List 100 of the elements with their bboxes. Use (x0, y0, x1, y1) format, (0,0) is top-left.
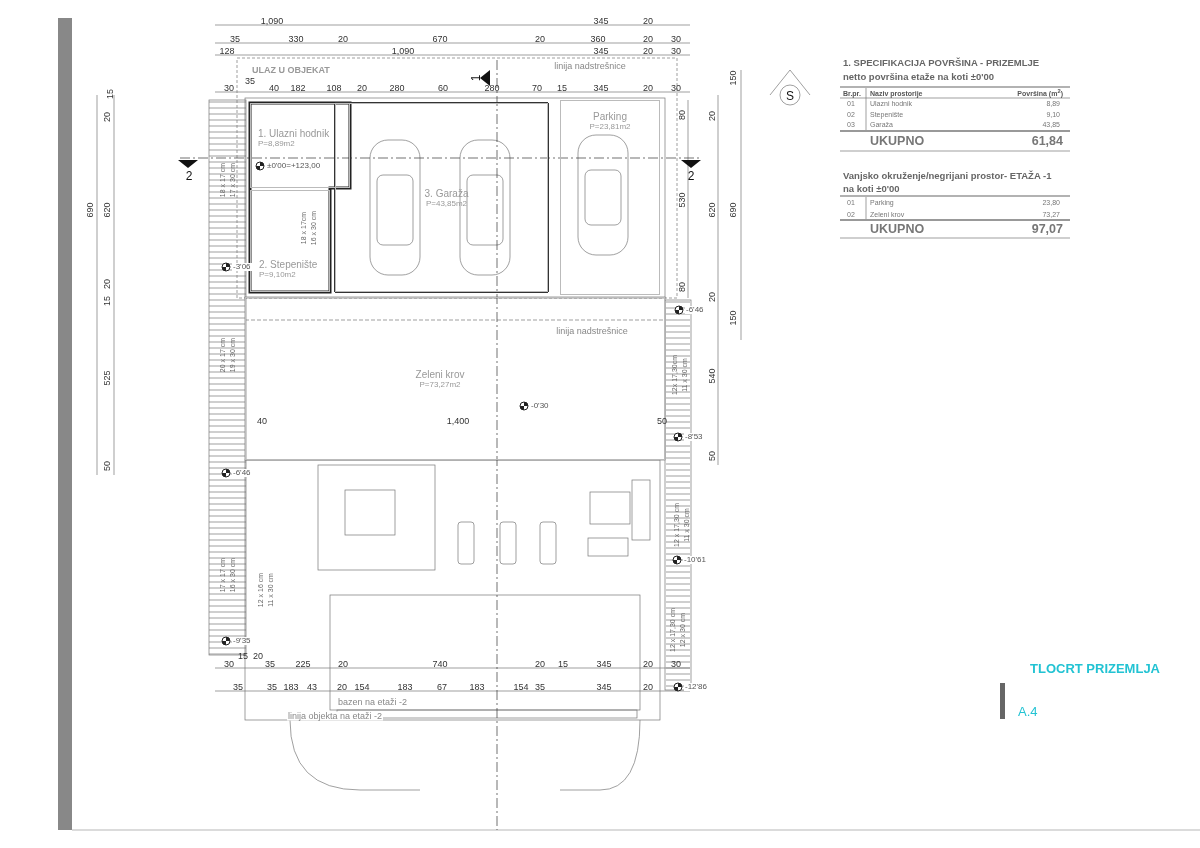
room-name: 2. Stepenište (259, 259, 318, 270)
dimension-value: 50 (657, 416, 667, 426)
dimension-value: 15 (558, 659, 568, 669)
dimension-value: 35 (267, 682, 277, 692)
entrance-note: ULAZ U OBJEKAT (252, 65, 330, 75)
dimension-value: 1,090 (260, 16, 284, 26)
room-area (335, 103, 548, 292)
dimension-value: 20 (357, 83, 367, 93)
room-area (560, 100, 660, 295)
dimension-value: 50 (102, 461, 112, 471)
dimension-value: 345 (596, 682, 612, 692)
dimension-value: 15 (102, 296, 112, 306)
dimension-value: 20 (643, 46, 653, 56)
dimension-value: 35 (535, 682, 545, 692)
dimension-value: 108 (326, 83, 342, 93)
dimension-value: 15 (238, 651, 248, 661)
dimension-value: 20 (535, 34, 545, 44)
room-area-value: P=23,81m2 (589, 122, 631, 131)
dimension-value: 60 (438, 83, 448, 93)
room-name: Parking (593, 111, 627, 122)
dimension-value: 20 (338, 34, 348, 44)
dimension-value: 150 (728, 310, 738, 326)
dimension-value: 345 (593, 16, 609, 26)
dimension-value: 15 (557, 83, 567, 93)
dimension-value: 35 (245, 76, 255, 86)
section-mark-number: 1 (470, 74, 482, 82)
dimension-value: 1,400 (446, 416, 470, 426)
room-name: 1. Ulazni hodnik (258, 128, 330, 139)
dimension-value: 183 (469, 682, 485, 692)
room-name: Zeleni krov (415, 368, 465, 380)
dimension-value: 183 (397, 682, 413, 692)
dimension-value: 128 (219, 46, 235, 56)
dimension-value: 540 (707, 368, 717, 384)
dimension-value: 20 (337, 682, 347, 692)
dimension-value: 1,090 (391, 46, 415, 56)
dimension-value: 20 (643, 659, 653, 669)
dimension-value: 40 (269, 83, 279, 93)
level-mark: -12'86 (684, 683, 708, 691)
dimension-value: 345 (593, 46, 609, 56)
dimension-value: 80 (677, 282, 687, 292)
dimension-value: 50 (707, 451, 717, 461)
table-total: 97,07 (1031, 222, 1063, 236)
table-heading: 1. SPECIFIKACIJA POVRŠINA - PRIZEMLJE (843, 58, 1040, 68)
table-heading: netto površina etaže na koti ±0'00 (843, 72, 995, 82)
dimension-value: 225 (295, 659, 311, 669)
dimension-value: 154 (513, 682, 529, 692)
dimension-value: 70 (532, 83, 542, 93)
table-heading: na koti ±0'00 (843, 184, 900, 194)
dimension-value: 40 (257, 416, 267, 426)
dimension-value: 330 (288, 34, 304, 44)
dimension-value: 35 (265, 659, 275, 669)
dimension-value: 345 (596, 659, 612, 669)
room-area (250, 190, 330, 292)
level-mark: -6'46 (232, 469, 252, 477)
dimension-value: 154 (354, 682, 370, 692)
dimension-value: 20 (643, 34, 653, 44)
dimension-value: 30 (224, 659, 234, 669)
dimension-value: 30 (224, 83, 234, 93)
room-area (245, 297, 665, 460)
dimension-value: 20 (253, 651, 263, 661)
table-total: UKUPNO (870, 222, 925, 236)
dimension-value: 280 (389, 83, 405, 93)
level-mark: -3'06 (232, 263, 252, 271)
dimension-value: 20 (707, 292, 717, 302)
room-area-value: P=9,10m2 (259, 270, 296, 279)
dimension-value: 20 (535, 659, 545, 669)
dimension-value: 30 (671, 34, 681, 44)
section-mark-number: 2 (185, 170, 193, 182)
dimension-value: 690 (85, 202, 95, 218)
room-area-value: P=73,27m2 (419, 379, 461, 389)
dimension-value: 20 (102, 279, 112, 289)
sheet-number: A.4 (1018, 704, 1038, 718)
dimension-value: 345 (593, 83, 609, 93)
level-mark: -0'30 (530, 402, 550, 410)
dimension-value: 620 (102, 202, 112, 218)
room-area-value: P=8,89m2 (258, 139, 295, 148)
section-mark-number: 2 (687, 170, 695, 182)
dimension-value: 30 (671, 659, 681, 669)
level-mark: -9'35 (232, 637, 252, 645)
dimension-value: 280 (484, 83, 500, 93)
dimension-value: 670 (432, 34, 448, 44)
level-mark: ±0'00=+123,00 (266, 162, 322, 170)
dimension-value: 150 (728, 70, 738, 86)
sheet-title: TLOCRT PRIZEMLJA (1030, 661, 1160, 675)
plan-note: linija nadstrešnice (553, 61, 627, 71)
plan-note: linija objekta na etaži -2 (287, 711, 384, 721)
dimension-value: 20 (643, 682, 653, 692)
dimension-value: 30 (671, 83, 681, 93)
dimension-value: 80 (677, 110, 687, 120)
dimension-value: 20 (707, 111, 717, 121)
section-mark-number: S (786, 90, 794, 102)
table-total: UKUPNO (870, 134, 925, 148)
table-heading: Vanjsko okruženje/negrijani prostor- ETAŽA -1 (843, 171, 1052, 181)
table-total: 61,84 (1031, 134, 1063, 148)
dimension-value: 183 (283, 682, 299, 692)
plan-note: linija nadstrešnice (555, 326, 629, 336)
dimension-value: 740 (432, 659, 448, 669)
dimension-value: 360 (590, 34, 606, 44)
level-mark: -10'61 (683, 556, 707, 564)
dimension-value: 525 (102, 370, 112, 386)
